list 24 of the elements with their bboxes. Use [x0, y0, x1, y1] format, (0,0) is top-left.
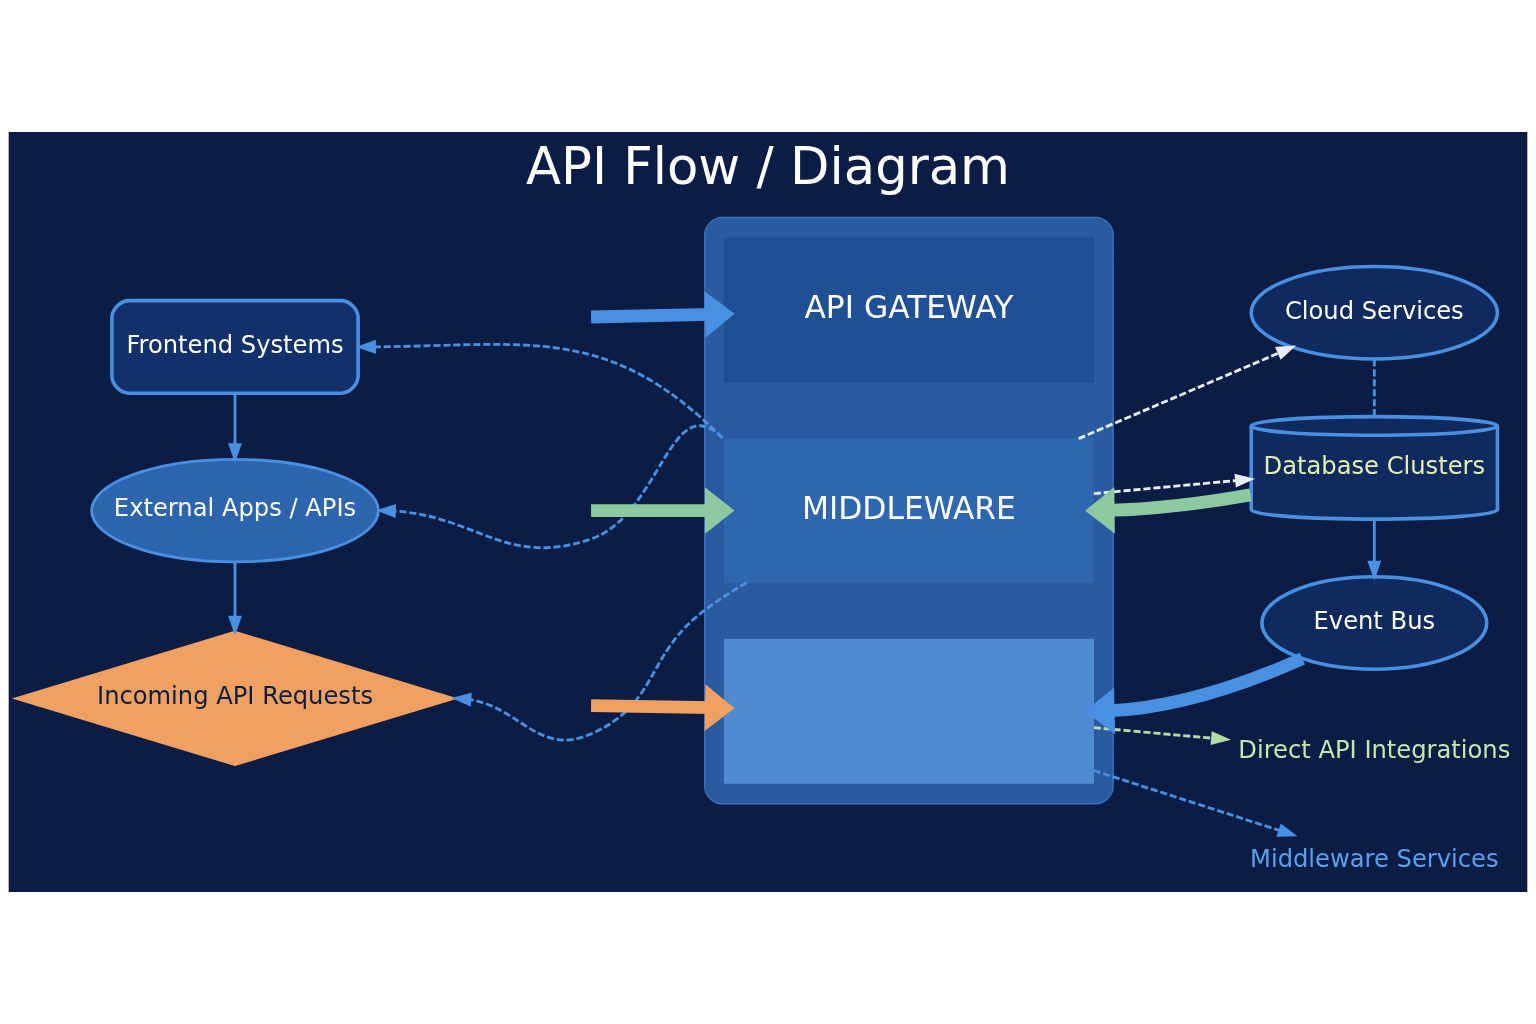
connector — [1372, 359, 1376, 417]
node-text: Middleware Services — [1250, 844, 1499, 873]
arrow — [1093, 726, 1232, 746]
arrow — [228, 561, 242, 636]
node-box: MIDDLEWARE — [723, 438, 1094, 584]
arrow — [1093, 769, 1298, 837]
arrow — [1085, 652, 1305, 735]
arrow — [1085, 487, 1252, 534]
arrow — [1078, 345, 1297, 440]
arrow — [590, 684, 735, 731]
node-box: API GATEWAY — [723, 237, 1094, 383]
arrow — [1367, 519, 1382, 581]
arrow — [228, 393, 242, 464]
arrow — [451, 581, 748, 742]
node-ellipse: External Apps / APIs — [90, 457, 380, 564]
diagram-title: API Flow / Diagram — [526, 136, 1010, 197]
node-text: Direct API Integrations — [1238, 736, 1511, 765]
arrow — [590, 291, 735, 338]
arrow — [1093, 473, 1256, 496]
node-ellipse: Event Bus — [1260, 575, 1489, 672]
arrow — [375, 424, 724, 549]
node-box: Frontend Systems — [110, 298, 360, 395]
node-box — [723, 638, 1094, 784]
arrow — [591, 487, 735, 534]
